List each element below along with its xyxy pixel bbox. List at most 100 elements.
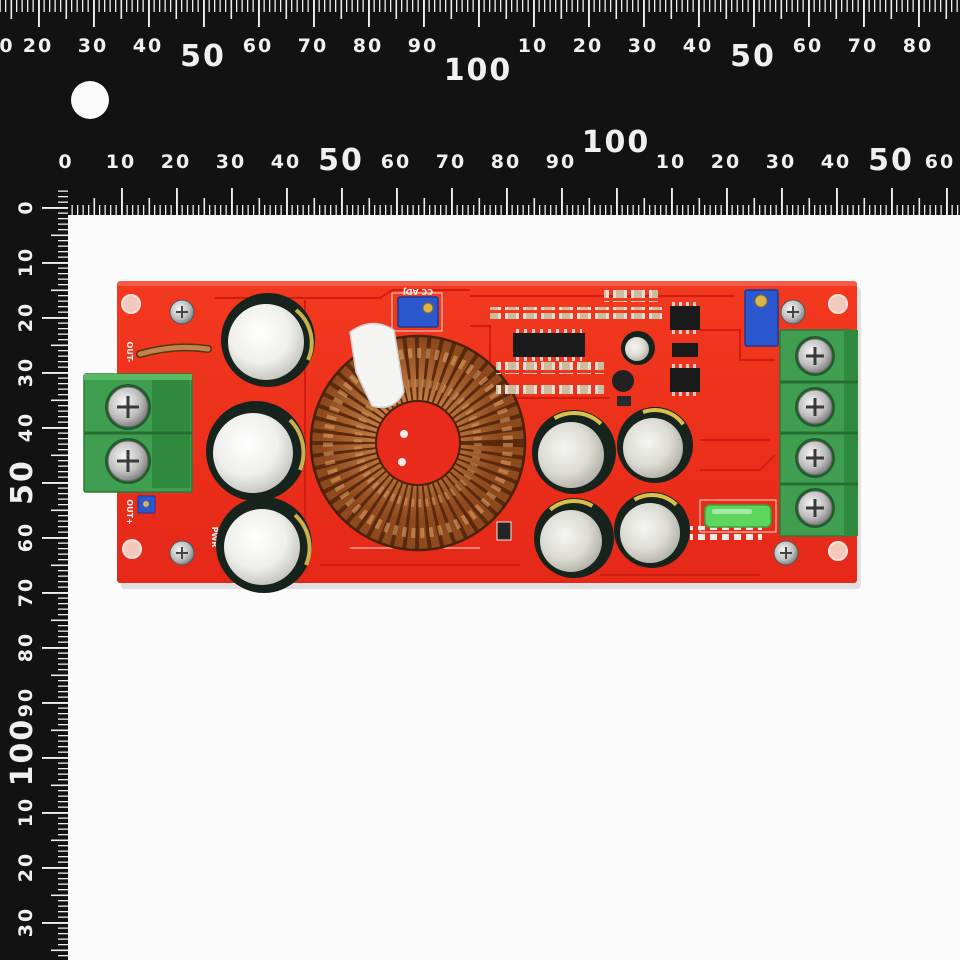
terminal-screw-icon [795,438,835,478]
top-ruler-row2-labels: 0 10 20 30 40 50 60 70 80 90 100 10 20 3… [58,125,953,178]
ruler-label-major: 50 [180,39,226,74]
small-capacitor [621,331,655,365]
mounting-hole [122,539,142,559]
output-capacitor [216,497,312,593]
ruler-label-major: 100 [5,718,40,787]
smd-resistor-row [496,362,604,374]
mounting-hole [828,541,848,561]
ruler-label-major: 50 [5,459,40,505]
ruler-label: 10 [15,247,37,277]
ruler-label: 20 [15,852,37,882]
controller-ic [513,329,585,361]
smd-diode [617,396,631,406]
ruler-label: 80 [903,35,933,57]
ruler-label: 90 [15,687,37,717]
trimpot-cv-adjust [744,289,779,347]
input-capacitor [532,410,616,494]
ruler-label: 30 [766,151,796,173]
terminal-screw-icon [105,384,151,430]
solder-pad [398,458,406,466]
smd-pad-row [690,526,762,540]
input-capacitor [617,407,693,483]
board-edge-highlight [117,281,857,286]
ruler-label: 0 [58,151,73,173]
left-ruler-labels: 0 10 20 30 40 50 60 70 80 90 100 10 20 3… [5,199,40,937]
output-capacitor [206,401,306,501]
terminal-screw-icon [105,438,151,484]
ruler-label: 10 [15,797,37,827]
ruler-label: 20 [161,151,191,173]
ruler-label: 0 [0,35,15,57]
output-capacitor [221,293,315,387]
ruler-label: 70 [436,151,466,173]
ruler-label: 40 [133,35,163,57]
ruler-label: 10 [518,35,548,57]
ruler-label: 40 [683,35,713,57]
ruler-label: 90 [408,35,438,57]
ruler-ticks-cm [42,190,68,960]
ruler-label: 60 [793,35,823,57]
ruler-label: 20 [23,35,53,57]
ruler-label: 20 [15,302,37,332]
trace [700,454,776,471]
out-plus-label: OUT+ [125,499,134,524]
trace [215,289,470,299]
screw-icon [169,299,195,325]
ruler-label: 70 [848,35,878,57]
ruler-label: 60 [15,522,37,552]
trace [700,329,775,361]
input-capacitor [534,498,614,578]
ruler-label: 70 [298,35,328,57]
ruler-label-major: 50 [318,143,364,178]
smd-resistor-row [496,382,604,394]
screw-icon [773,540,799,566]
ruler-label: 60 [243,35,273,57]
mounting-hole [828,294,848,314]
trimpot-outline [391,292,443,332]
cable-tie [349,322,405,409]
ruler-label: 20 [711,151,741,173]
ruler-label: 40 [271,151,301,173]
mosfet-chip [670,364,700,396]
ruler-label: 40 [15,412,37,442]
pwr-label: PWR [210,527,219,548]
smd-resistor-row [604,290,658,302]
ruler-label: 40 [821,151,851,173]
trimpot-cc-adjust [397,296,439,328]
ruler-label: 20 [573,35,603,57]
ruler-label-major: 50 [730,39,776,74]
output-terminal-block [83,373,193,493]
terminal-screw-icon [795,336,835,376]
ruler-label: 30 [628,35,658,57]
status-led [704,504,772,528]
input-terminal-block [779,329,858,537]
mounting-hole [121,294,141,314]
ruler-label: 60 [381,151,411,173]
ruler-label: 80 [15,632,37,662]
led-highlight [712,509,752,514]
terminal-screw-icon [795,488,835,528]
solder-pad [400,430,408,438]
input-capacitor [614,492,690,568]
ruler-label: 30 [216,151,246,173]
ruler-label: 30 [78,35,108,57]
toroid-inductor [309,322,527,552]
terminal-screw-icon [795,387,835,427]
ruler-label: 70 [15,577,37,607]
ruler-label: 0 [15,199,37,214]
jumper-wire [137,344,211,357]
trace [470,325,610,399]
small-inductor [612,370,634,392]
ruler-label: 80 [353,35,383,57]
ruler-hang-hole [71,81,109,119]
smd-diode [496,521,512,541]
top-ruler [0,0,960,215]
ruler-label: 30 [15,907,37,937]
silkscreen-outlines [350,292,777,549]
ruler-label: 10 [106,151,136,173]
smd-resistor-row [490,307,662,319]
top-ruler-row1-labels: 0 20 30 40 50 60 70 80 90 100 10 20 30 4… [0,35,933,88]
cc-adj-label: CC ADJ [403,287,433,296]
